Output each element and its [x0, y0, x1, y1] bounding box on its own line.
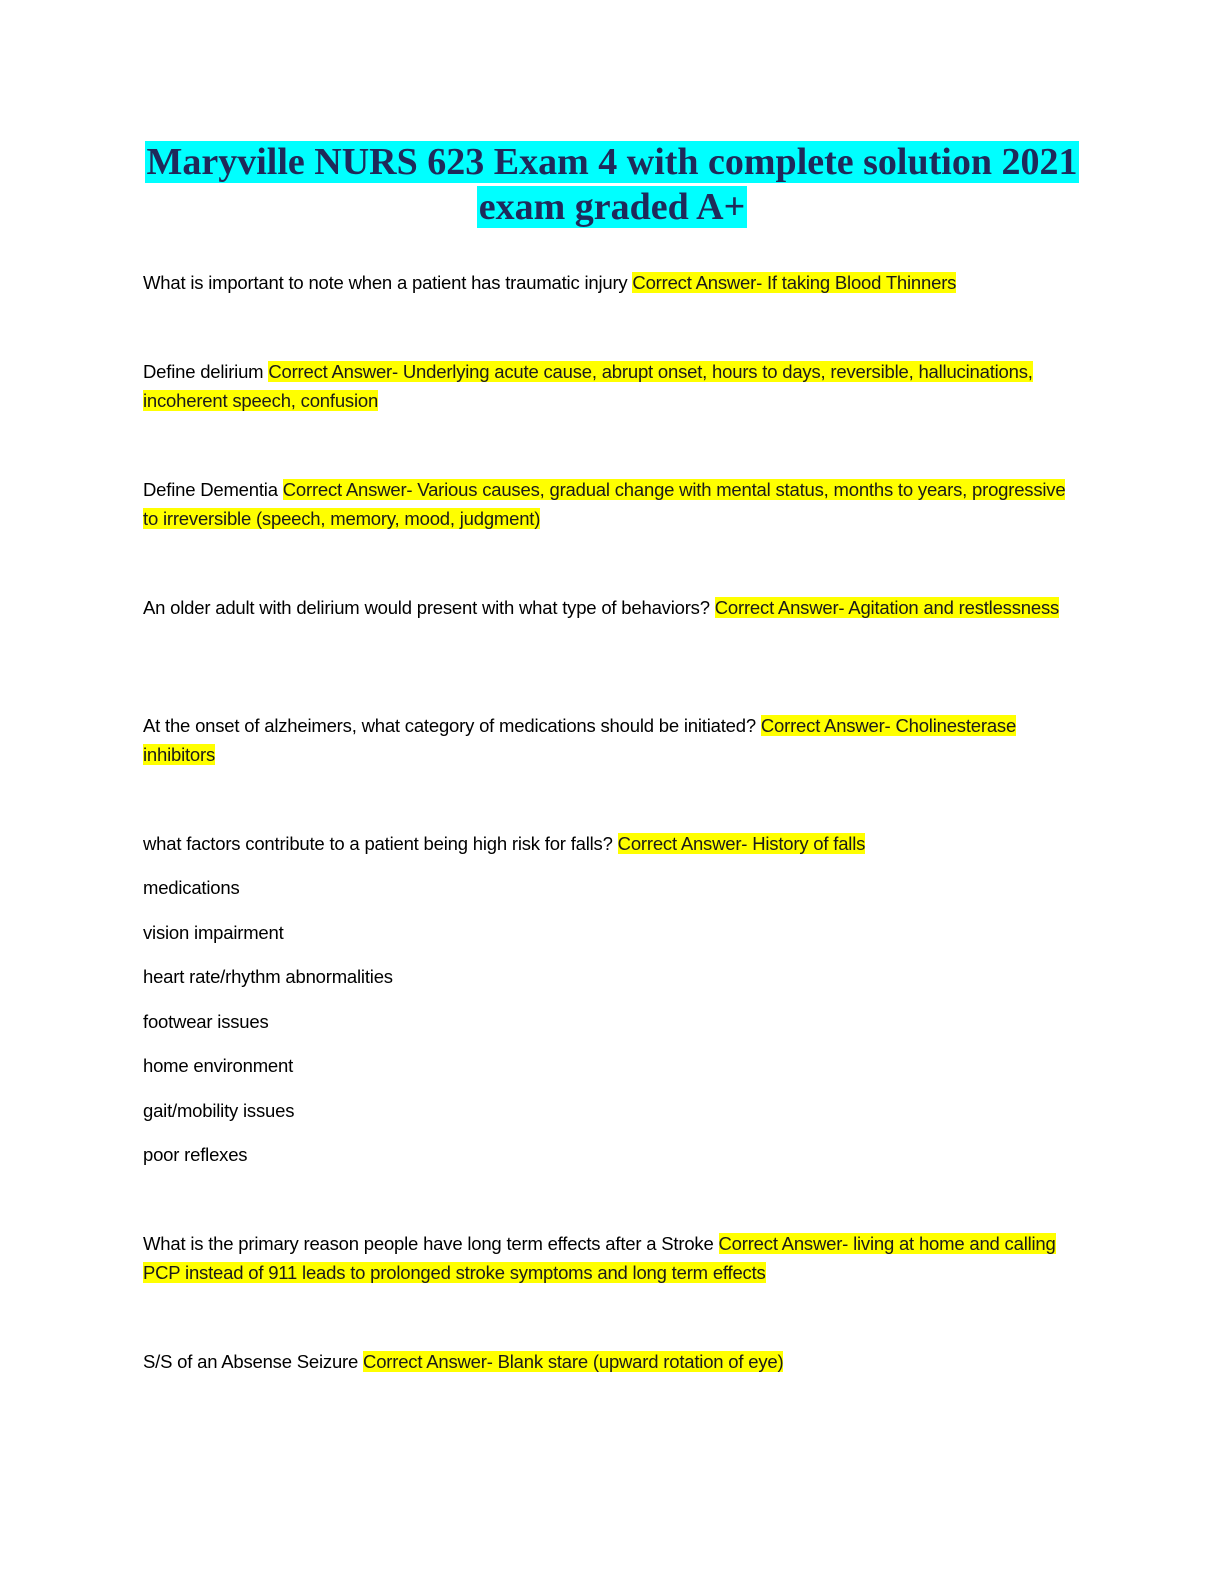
question-text: At the onset of alzheimers, what categor… [143, 715, 756, 736]
fall-factor-item: heart rate/rhythm abnormalities [143, 966, 393, 987]
fall-factor-item: vision impairment [143, 922, 284, 943]
question-text: S/S of an Absense Seizure [143, 1351, 359, 1372]
qa-item-6: what factors contribute to a patient bei… [143, 829, 1083, 858]
qa-item-5: At the onset of alzheimers, what categor… [143, 711, 1083, 769]
qa-item-3: Define Dementia Correct Answer- Various … [143, 475, 1083, 533]
qa-item-7: What is the primary reason people have l… [143, 1229, 1083, 1287]
question-text: what factors contribute to a patient bei… [143, 833, 613, 854]
fall-factor-item: home environment [143, 1055, 294, 1076]
title-line-1: Maryville NURS 623 Exam 4 with complete … [144, 141, 1080, 183]
qa-item-4: An older adult with delirium would prese… [143, 593, 1083, 622]
answer-highlight: Correct Answer- Underlying acute cause, … [143, 361, 1033, 411]
qa-item-2: Define delirium Correct Answer- Underlyi… [143, 357, 1083, 415]
answer-highlight: Correct Answer- If taking Blood Thinners [632, 272, 957, 293]
document-title: Maryville NURS 623 Exam 4 with complete … [100, 140, 1124, 230]
answer-highlight: Correct Answer- Various causes, gradual … [143, 479, 1066, 529]
question-text: What is the primary reason people have l… [143, 1233, 714, 1254]
qa-item-8: S/S of an Absense Seizure Correct Answer… [143, 1347, 1083, 1376]
answer-highlight: Correct Answer- Blank stare (upward rota… [363, 1351, 784, 1372]
question-text: What is important to note when a patient… [143, 272, 628, 293]
fall-factor-item: medications [143, 877, 240, 898]
fall-factor-item: poor reflexes [143, 1144, 248, 1165]
answer-highlight: Correct Answer- Agitation and restlessne… [714, 597, 1060, 618]
fall-factor-item: footwear issues [143, 1011, 269, 1032]
answer-highlight: Correct Answer- History of falls [617, 833, 866, 854]
title-line-2: exam graded A+ [476, 186, 748, 228]
question-text: An older adult with delirium would prese… [143, 597, 710, 618]
qa-item-1: What is important to note when a patient… [143, 268, 1083, 297]
question-text: Define delirium [143, 361, 264, 382]
fall-factor-item: gait/mobility issues [143, 1100, 295, 1121]
question-text: Define Dementia [143, 479, 278, 500]
